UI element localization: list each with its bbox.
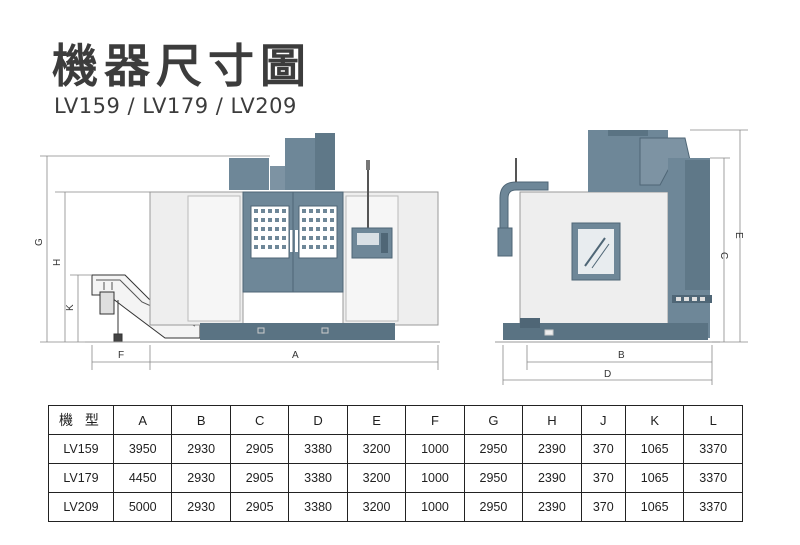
table-cell: 370 bbox=[580, 492, 626, 522]
table-cell: 3380 bbox=[288, 492, 348, 522]
table-cell: 3370 bbox=[683, 434, 743, 464]
cell-model: LV209 bbox=[48, 492, 114, 522]
table-cell: 1065 bbox=[624, 492, 685, 522]
header-h: H bbox=[522, 405, 582, 435]
header-l: L bbox=[683, 405, 743, 435]
dim-label-h: H bbox=[52, 259, 63, 266]
table-cell: 2930 bbox=[171, 463, 231, 493]
dimension-drawing: G H K F A bbox=[34, 129, 748, 385]
table-cell: 2950 bbox=[463, 492, 524, 522]
dim-label-e: E bbox=[733, 232, 744, 239]
dim-label-d: D bbox=[604, 369, 611, 380]
table-row: LV159 3950 2930 2905 3380 3200 1000 2950… bbox=[48, 434, 743, 464]
header-model: 機 型 bbox=[48, 405, 114, 435]
table-cell: 1000 bbox=[405, 434, 465, 464]
dim-label-g: G bbox=[34, 238, 45, 246]
table-cell: 2950 bbox=[463, 434, 524, 464]
front-view bbox=[85, 133, 440, 343]
header-j: J bbox=[580, 405, 626, 435]
table-cell: 2930 bbox=[171, 434, 231, 464]
table-cell: 3200 bbox=[346, 463, 407, 493]
dim-label-a: A bbox=[292, 350, 299, 361]
header-a: A bbox=[112, 405, 173, 435]
table-row: LV209 5000 2930 2905 3380 3200 1000 2950… bbox=[48, 492, 743, 522]
table-row: LV179 4450 2930 2905 3380 3200 1000 2950… bbox=[48, 463, 743, 493]
dim-label-f: F bbox=[118, 350, 124, 361]
side-base bbox=[503, 323, 708, 340]
dim-label-c: C bbox=[718, 252, 729, 259]
dim-label-k: K bbox=[65, 304, 76, 311]
table-cell: 4450 bbox=[112, 463, 173, 493]
table-cell: 2905 bbox=[229, 463, 290, 493]
table-cell: 1065 bbox=[624, 463, 685, 493]
table-cell: 3370 bbox=[683, 492, 743, 522]
header-f: F bbox=[405, 405, 465, 435]
table-cell: 3380 bbox=[288, 463, 348, 493]
table-cell: 2950 bbox=[463, 463, 524, 493]
table-cell: 1000 bbox=[405, 492, 465, 522]
table-cell: 1065 bbox=[624, 434, 685, 464]
page-title: 機器尺寸圖 bbox=[52, 39, 312, 93]
table-cell: 3200 bbox=[346, 492, 407, 522]
header-k: K bbox=[624, 405, 685, 435]
table-cell: 2905 bbox=[229, 434, 290, 464]
header-c: C bbox=[229, 405, 290, 435]
cell-model: LV179 bbox=[48, 463, 114, 493]
spindle-column bbox=[229, 158, 269, 190]
side-dimensions bbox=[502, 129, 748, 385]
table-cell: 370 bbox=[580, 434, 626, 464]
table-cell: 3370 bbox=[683, 463, 743, 493]
table-cell: 3200 bbox=[346, 434, 407, 464]
spec-table: 機 型 A B C D E F G H J K L LV159 3950 293… bbox=[48, 405, 743, 522]
table-cell: 2390 bbox=[522, 492, 582, 522]
front-doors bbox=[242, 191, 344, 293]
dim-label-b: B bbox=[618, 350, 625, 361]
table-header-row: 機 型 A B C D E F G H J K L bbox=[48, 405, 743, 435]
header-b: B bbox=[171, 405, 231, 435]
machine-base bbox=[200, 323, 395, 340]
table-cell: 5000 bbox=[112, 492, 173, 522]
header-g: G bbox=[463, 405, 524, 435]
table-cell: 1000 bbox=[405, 463, 465, 493]
side-view bbox=[495, 130, 720, 343]
front-dimensions bbox=[40, 155, 439, 370]
cell-model: LV159 bbox=[48, 434, 114, 464]
header-d: D bbox=[288, 405, 348, 435]
header-e: E bbox=[346, 405, 407, 435]
table-cell: 2905 bbox=[229, 492, 290, 522]
table-cell: 3950 bbox=[112, 434, 173, 464]
model-subtitle: LV159 / LV179 / LV209 bbox=[54, 94, 297, 118]
table-cell: 2390 bbox=[522, 463, 582, 493]
control-panel bbox=[351, 160, 393, 259]
table-cell: 2930 bbox=[171, 492, 231, 522]
table-cell: 3380 bbox=[288, 434, 348, 464]
table-cell: 370 bbox=[580, 463, 626, 493]
table-cell: 2390 bbox=[522, 434, 582, 464]
